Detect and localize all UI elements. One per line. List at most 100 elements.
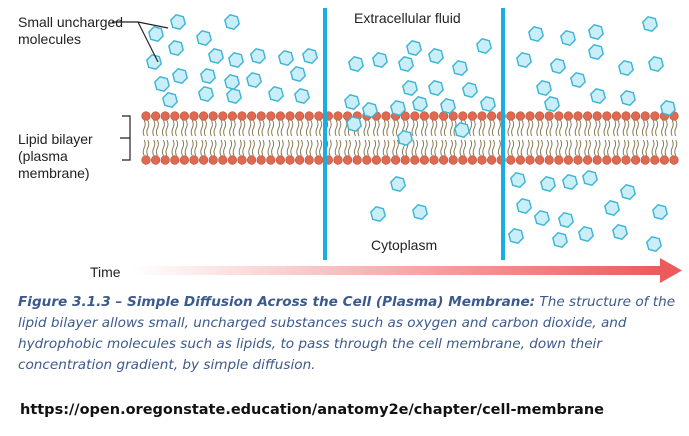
lipid-tail [555,139,559,156]
molecule-hexagon [198,86,214,102]
lipid-head [410,111,420,121]
lipid-tail [578,139,582,156]
lipid-tail [491,139,495,156]
lipid-head [314,111,324,121]
lipid-head [314,155,324,165]
lipid-tail [670,139,674,156]
lipid-head [199,155,209,165]
molecule-hexagon [516,198,532,214]
molecule-hexagon [578,226,594,242]
lipid-tail [507,139,511,156]
diffusion-diagram: Small uncharged molecules Extracellular … [18,8,682,283]
lipid-tail [315,139,319,156]
lipid-head [141,111,151,121]
lipid-tail [338,120,342,137]
molecule-hexagon [652,204,668,220]
molecule-hexagon [620,90,636,106]
lipid-head [381,111,391,121]
molecule-hexagon [344,94,360,110]
molecule-hexagon [146,54,162,70]
lipid-head [343,155,353,165]
lipid-tail [392,139,396,156]
lipid-head [189,155,199,165]
lipid-tail [674,120,678,137]
lipid-tail [565,120,569,137]
lipid-tail [165,139,169,156]
lipid-tail [261,120,265,137]
lipid-head [448,111,458,121]
lipid-tail [161,139,165,156]
lipid-tail [597,120,601,137]
lipid-tail [472,120,476,137]
lipid-tail [593,139,597,156]
lipid-tail [190,120,194,137]
lipid-tail [632,139,636,156]
lipid-tail [641,139,645,156]
lipid-tail [424,139,428,156]
lipid-tail [415,120,419,137]
molecule-hexagon [268,86,284,102]
lipid-head [179,111,189,121]
molecule-hexagon [648,56,664,72]
molecule-hexagon [612,224,628,240]
lipid-tail [305,120,309,137]
lipid-head [477,155,487,165]
lipid-head [640,155,650,165]
lipid-tail [353,139,357,156]
lipid-tail [574,139,578,156]
lipid-tail [219,139,223,156]
lipid-tail [622,120,626,137]
molecule-hexagon [390,100,406,116]
lipid-head [410,155,420,165]
lipid-tail [488,120,492,137]
lipid-tail [280,120,284,137]
lipid-tail [376,120,380,137]
molecule-hexagon [224,14,240,30]
lipid-tail [238,139,242,156]
lipid-tail [315,120,319,137]
lipid-tail [392,120,396,137]
lipid-tail [238,120,242,137]
lipid-head [659,155,670,165]
lipid-tail [421,120,425,137]
lipid-tail [478,120,482,137]
molecule-hexagon [370,206,386,222]
molecule-hexagon [540,176,556,192]
lipid-tail [482,139,486,156]
lipid-tail [175,120,179,137]
molecule-hexagon [428,80,444,96]
molecule-hexagon [534,210,550,226]
lipid-tail [248,120,252,137]
lipid-head [256,111,266,121]
lipid-head [650,111,660,121]
molecule-hexagon [246,72,262,88]
lipid-tail [194,139,198,156]
lipid-head [160,111,170,121]
molecule-hexagon [536,80,552,96]
lipid-head [227,155,237,165]
lipid-head [582,111,593,121]
lipid-tail [603,120,607,137]
lipid-tail [635,120,639,137]
lipid-tail [142,139,146,156]
lipid-tail [299,139,303,156]
lipid-tail [305,139,309,156]
lipid-tail [507,120,511,137]
lipid-head [285,111,295,121]
lipid-head [544,155,554,165]
lipid-tail [584,139,588,156]
lipid-head [630,155,641,165]
lipid-tail [395,120,399,137]
lipid-head [371,155,382,165]
lipid-tail [209,139,213,156]
lipid-tail [175,139,179,156]
lipid-tail [491,120,495,137]
lipid-tail [161,120,165,137]
lipid-head [621,155,631,165]
lipid-tail [526,139,530,156]
lipid-head [573,111,583,121]
lipid-head [400,111,410,121]
lipid-tail [497,120,501,137]
lipid-head [247,155,257,165]
lipid-tail [607,120,611,137]
